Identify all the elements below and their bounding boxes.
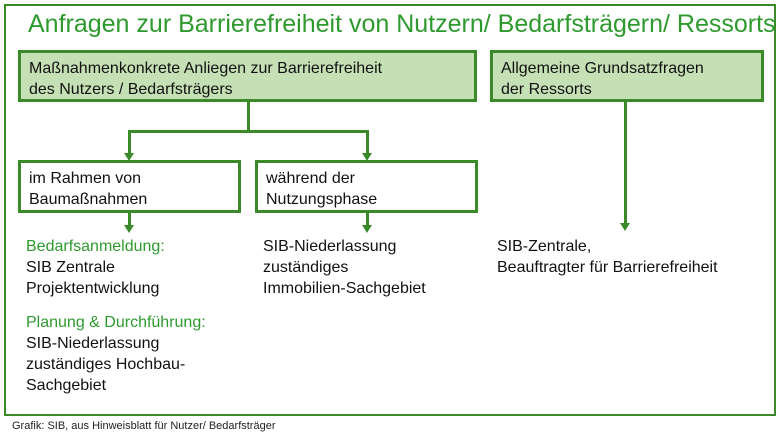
connector bbox=[128, 130, 369, 133]
text-line: Projektentwicklung bbox=[26, 280, 160, 297]
diagram-frame bbox=[4, 4, 776, 416]
box-ressorts: Allgemeine Grundsatzfragen der Ressorts bbox=[490, 50, 764, 102]
text-line: Sachgebiet bbox=[26, 377, 107, 394]
arrow-head-icon bbox=[362, 153, 372, 161]
arrow-head-icon bbox=[362, 225, 372, 233]
text-line: Immobilien-Sachgebiet bbox=[263, 280, 426, 297]
text-line: zuständiges bbox=[263, 259, 349, 276]
connector bbox=[366, 130, 369, 154]
text-line: zuständiges Hochbau- bbox=[26, 356, 186, 373]
ressorts-responsibility: SIB-Zentrale, Beauftragter für Barrieref… bbox=[497, 236, 718, 278]
box-line: der Ressorts bbox=[501, 81, 592, 98]
arrow-head-icon bbox=[124, 153, 134, 161]
heading: Bedarfsanmeldung: bbox=[26, 238, 165, 255]
construction-responsibility: Bedarfsanmeldung: SIB Zentrale Projekten… bbox=[26, 236, 206, 396]
box-line: während der bbox=[266, 170, 355, 187]
box-line: Nutzungsphase bbox=[266, 191, 378, 208]
box-line: Allgemeine Grundsatzfragen bbox=[501, 60, 704, 77]
connector bbox=[128, 130, 131, 154]
connector bbox=[128, 213, 131, 226]
text-line: SIB-Zentrale, bbox=[497, 238, 592, 255]
connector bbox=[624, 102, 627, 224]
heading: Planung & Durchführung: bbox=[26, 314, 206, 331]
connector bbox=[366, 213, 369, 226]
box-line: im Rahmen von bbox=[29, 170, 142, 187]
box-line: des Nutzers / Bedarfsträgers bbox=[29, 81, 233, 98]
diagram-title: Anfragen zur Barrierefreiheit von Nutzer… bbox=[28, 10, 776, 38]
caption: Grafik: SIB, aus Hinweisblatt für Nutzer… bbox=[12, 420, 276, 432]
arrow-head-icon bbox=[620, 223, 630, 231]
box-construction: im Rahmen von Baumaßnahmen bbox=[18, 160, 241, 213]
text-line: SIB-Niederlassung bbox=[26, 335, 160, 352]
box-line: Maßnahmenkonkrete Anliegen zur Barrieref… bbox=[29, 60, 383, 77]
box-line: Baumaßnahmen bbox=[29, 191, 148, 208]
text-line: SIB-Niederlassung bbox=[263, 238, 397, 255]
connector bbox=[247, 102, 250, 132]
usage-responsibility: SIB-Niederlassung zuständiges Immobilien… bbox=[263, 236, 426, 299]
text-line: Beauftragter für Barrierefreiheit bbox=[497, 259, 718, 276]
box-user-concerns: Maßnahmenkonkrete Anliegen zur Barrieref… bbox=[18, 50, 477, 102]
text-line: SIB Zentrale bbox=[26, 259, 115, 276]
arrow-head-icon bbox=[124, 225, 134, 233]
box-usage-phase: während der Nutzungsphase bbox=[255, 160, 478, 213]
